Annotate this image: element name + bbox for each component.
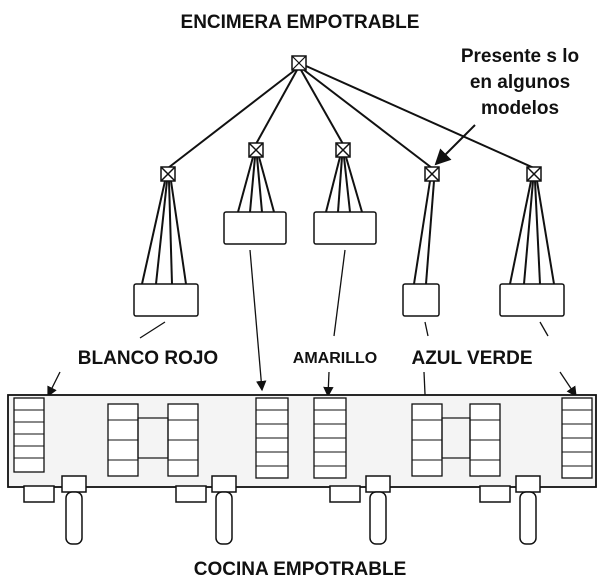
knob-shafts: [23, 475, 541, 545]
label-azul-verde: AZUL VERDE: [411, 348, 532, 369]
junction-1: [160, 166, 176, 182]
note-line-2: en algunos: [470, 72, 570, 93]
control-board: [7, 394, 597, 488]
junction-4: [424, 166, 440, 182]
main-branches: [167, 65, 535, 169]
shaft-2: [211, 475, 237, 545]
connector-3: [313, 211, 377, 245]
junction-3: [335, 142, 351, 158]
note-line-3: modelos: [481, 98, 559, 119]
shaft-3: [365, 475, 391, 545]
terminal-block-left: [13, 397, 45, 473]
connectors: [133, 211, 565, 317]
note-line-1: Presente s lo: [461, 46, 579, 67]
top-junction: [291, 55, 307, 71]
label-amarillo: AMARILLO: [293, 350, 377, 367]
note-arrow: [434, 124, 476, 166]
label-blanco-rojo: BLANCO ROJO: [78, 348, 218, 369]
sub-junctions: [160, 142, 542, 182]
top-title: ENCIMERA EMPOTRABLE: [181, 12, 420, 33]
connector-1: [133, 283, 199, 317]
connector-2: [223, 211, 287, 245]
shaft-4: [515, 475, 541, 545]
junction-2: [248, 142, 264, 158]
bottom-title: COCINA EMPOTRABLE: [194, 559, 407, 580]
shaft-1: [61, 475, 87, 545]
junction-5: [526, 166, 542, 182]
leader-lines: [47, 249, 577, 418]
connector-4: [402, 283, 440, 317]
connector-5: [499, 283, 565, 317]
fan-wires: [141, 156, 555, 285]
